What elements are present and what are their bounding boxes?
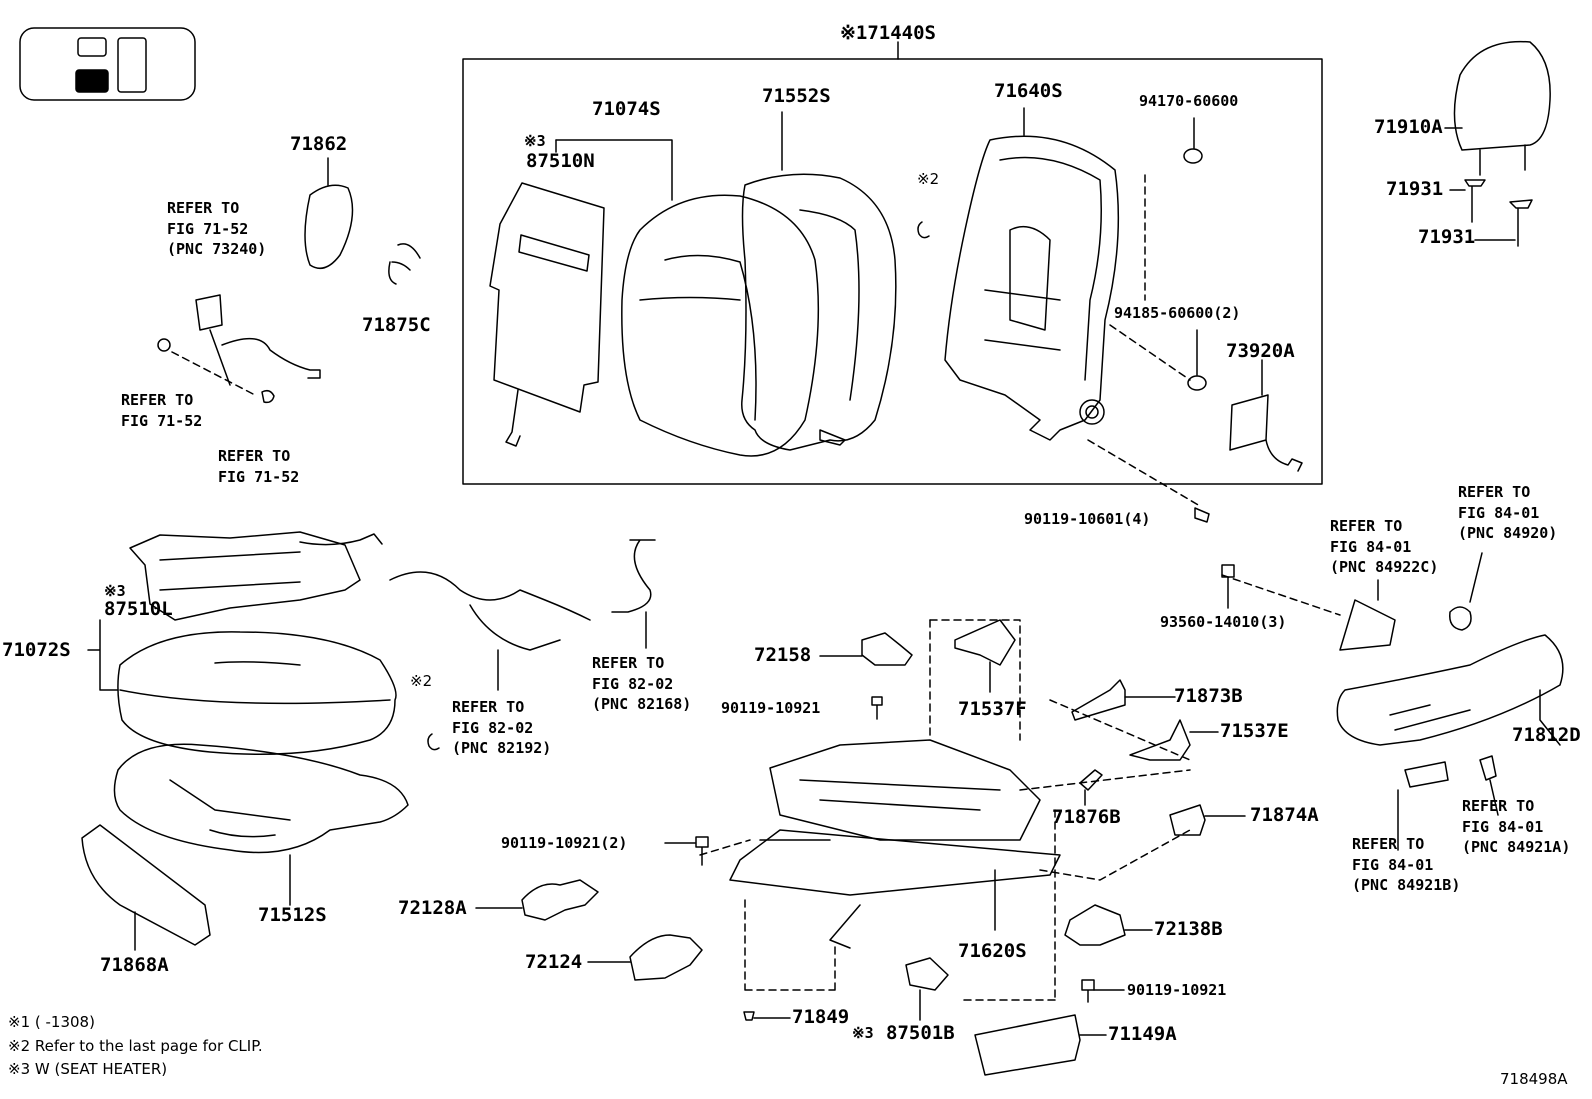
wire-harness-82192 bbox=[389, 571, 591, 691]
sensor-87501B bbox=[905, 957, 949, 1021]
clip-seatback-icon bbox=[917, 221, 930, 239]
part-label-73920A: 73920A bbox=[1226, 340, 1295, 362]
part-label-93560-14010: 93560-14010(3) bbox=[1160, 613, 1287, 631]
bolt-90119-10601 bbox=[1087, 439, 1210, 523]
note-mark-87501B: ※3 bbox=[852, 1024, 874, 1042]
seat-position-indicator bbox=[19, 27, 196, 101]
part-72138B bbox=[1064, 904, 1153, 946]
figure-id: 718498A bbox=[1500, 1070, 1568, 1088]
part-label-87510L: 87510L bbox=[104, 598, 173, 620]
cushion-heater-sheet bbox=[129, 531, 383, 621]
seatback-pad bbox=[555, 139, 820, 457]
cover-71149A bbox=[974, 1014, 1107, 1076]
part-label-71876B: 71876B bbox=[1052, 806, 1121, 828]
side-shield-71868A bbox=[81, 824, 211, 951]
part-72128A bbox=[475, 879, 599, 921]
seat-cushion-cover bbox=[113, 743, 409, 906]
seatback-frame bbox=[944, 107, 1120, 441]
part-label-72128A: 72128A bbox=[398, 897, 467, 919]
part-label-71875C: 71875C bbox=[362, 314, 431, 336]
part-label-71620S: 71620S bbox=[958, 940, 1027, 962]
part-label-71552S: 71552S bbox=[762, 85, 831, 107]
part-label-72158: 72158 bbox=[754, 644, 812, 666]
seatback-heater-sheet bbox=[489, 139, 605, 447]
note-mark-clip-seatback: ※2 bbox=[917, 170, 940, 188]
part-label-72138B: 72138B bbox=[1154, 918, 1223, 940]
note-mark-87510N: ※3 bbox=[524, 132, 546, 150]
part-label-71873B: 71873B bbox=[1174, 685, 1243, 707]
part-label-71849: 71849 bbox=[792, 1006, 850, 1028]
part-label-94185-60600: 94185-60600(2) bbox=[1114, 304, 1241, 322]
bolt-90119-10921-a bbox=[871, 696, 883, 720]
clip-cushion-icon bbox=[427, 733, 440, 751]
seatbelt-buckle bbox=[157, 294, 321, 404]
part-label-71640S: 71640S bbox=[994, 80, 1063, 102]
module-73920A bbox=[1229, 359, 1303, 472]
part-label-87510N: 87510N bbox=[526, 150, 595, 172]
part-label-71931-a: 71931 bbox=[1386, 178, 1444, 200]
part-label-71072S: 71072S bbox=[2, 639, 71, 661]
seatback-assembly-box bbox=[462, 41, 1323, 485]
part-71537E bbox=[1129, 719, 1219, 761]
footnote-3: ※3 W (SEAT HEATER) bbox=[8, 1060, 168, 1078]
part-label-90119-10921-b: 90119-10921(2) bbox=[501, 834, 628, 852]
part-label-71149A: 71149A bbox=[1108, 1023, 1177, 1045]
note-mark-87510L: ※3 bbox=[104, 582, 126, 600]
part-71874A bbox=[1169, 804, 1246, 836]
note-mark-clip-cushion: ※2 bbox=[410, 672, 433, 690]
footnote-1: ※1 ( -1308) bbox=[8, 1013, 95, 1031]
seat-cushion-pad bbox=[87, 619, 397, 756]
part-label-71812D: 71812D bbox=[1512, 724, 1581, 746]
part-label-71512S: 71512S bbox=[258, 904, 327, 926]
nut-94170 bbox=[1144, 117, 1203, 301]
bolt-90119-10921-b bbox=[664, 836, 709, 866]
part-label-90119-10601: 90119-10601(4) bbox=[1024, 510, 1151, 528]
part-label-71074S: 71074S bbox=[592, 98, 661, 120]
part-label-71910A: 71910A bbox=[1374, 116, 1443, 138]
bolt-90119-10921-c bbox=[1081, 979, 1125, 1003]
part-71873B bbox=[1071, 679, 1176, 721]
part-label-71874A: 71874A bbox=[1250, 804, 1319, 826]
part-label-94170-60600: 94170-60600 bbox=[1139, 92, 1239, 110]
power-seat-side-cover bbox=[1221, 552, 1564, 851]
assembly-label-71440S: ※171440S bbox=[840, 22, 936, 44]
part-72124 bbox=[587, 934, 703, 981]
seat-track-frame bbox=[699, 619, 1191, 1001]
part-label-71931-b: 71931 bbox=[1418, 226, 1476, 248]
part-71876B bbox=[1079, 769, 1103, 806]
clip-71849 bbox=[743, 1011, 791, 1021]
part-label-87501B: 87501B bbox=[886, 1022, 955, 1044]
footnote-2: ※2 Refer to the last page for CLIP. bbox=[8, 1037, 263, 1055]
part-label-71537F: 71537F bbox=[958, 698, 1027, 720]
part-71537F bbox=[954, 619, 1016, 693]
wire-harness-82168 bbox=[611, 539, 656, 649]
headrest bbox=[1444, 40, 1551, 247]
part-label-90119-10921-c: 90119-10921 bbox=[1127, 981, 1227, 999]
seatback-cover bbox=[741, 111, 897, 451]
part-label-71862: 71862 bbox=[290, 133, 348, 155]
part-label-90119-10921-a: 90119-10921 bbox=[721, 699, 821, 717]
clip-71875C bbox=[388, 243, 421, 285]
cover-71862 bbox=[304, 157, 354, 270]
part-72158 bbox=[819, 632, 913, 666]
part-label-71537E: 71537E bbox=[1220, 720, 1289, 742]
part-label-72124: 72124 bbox=[525, 951, 583, 973]
nut-94185 bbox=[1109, 324, 1207, 391]
part-label-71868A: 71868A bbox=[100, 954, 169, 976]
